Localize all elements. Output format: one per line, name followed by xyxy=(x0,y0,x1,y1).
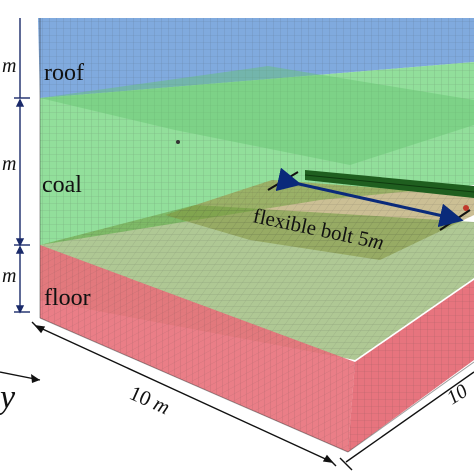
coal-layer xyxy=(40,62,474,245)
coal-upper-plane xyxy=(40,66,474,165)
coal-thickness-unit: m xyxy=(2,153,16,175)
model-edges xyxy=(39,18,474,453)
y-axis-arrow xyxy=(0,371,41,383)
z-length-label: 10 xyxy=(443,380,472,409)
floor-thickness-unit: m xyxy=(2,265,16,287)
bolt-label-unit: m xyxy=(366,228,386,255)
roof-layer xyxy=(38,18,474,98)
coal-label: coal xyxy=(42,172,82,198)
z-length-dimension xyxy=(339,371,474,471)
roof-thickness-unit: m xyxy=(2,55,16,77)
mesh-point xyxy=(176,140,180,144)
floor-label: floor xyxy=(44,285,91,311)
x-length-dimension xyxy=(31,321,337,467)
y-axis-label: y xyxy=(0,379,16,416)
thickness-dimensions xyxy=(14,18,30,314)
floor-layer xyxy=(40,245,474,452)
coal-floor-plane xyxy=(40,205,474,360)
bolt-dimension xyxy=(267,167,471,231)
roof-label: roof xyxy=(44,60,84,86)
